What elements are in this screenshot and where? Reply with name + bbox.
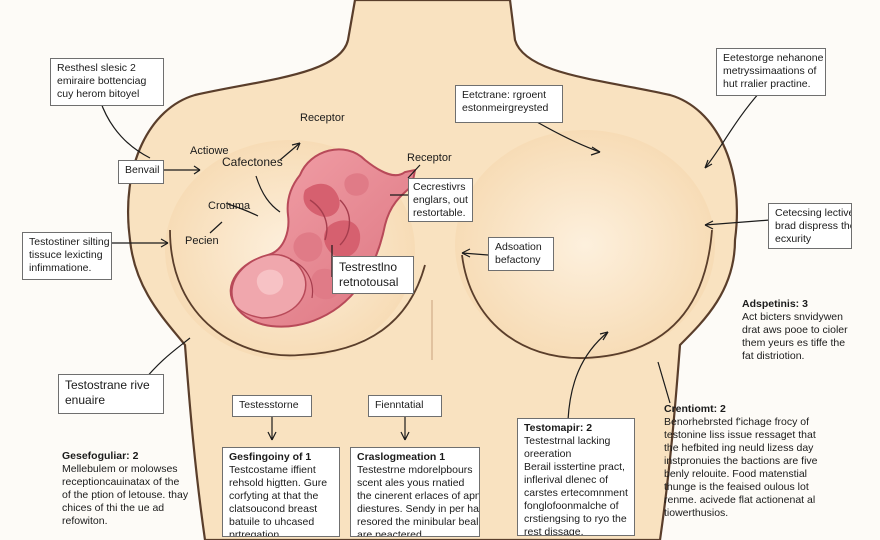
callout-center-top: Eetctrane: rgroent estonmeirgreysted — [455, 85, 563, 123]
callout-right-mid: Cetecsing lectiver brad dispress the ecx… — [768, 203, 852, 249]
callout-line: ecxurity — [775, 233, 845, 246]
panel-line: them yeurs es tiffe the — [742, 337, 872, 350]
callout-testrestino: Testrestlno retnotousal — [332, 256, 414, 294]
panel-line: oreeration — [524, 448, 628, 461]
callout-line: Cecrestivrs — [413, 181, 468, 194]
callout-left-mid: Testostiner silting tissuce lexicting in… — [22, 232, 112, 280]
panel-line: of the ption of letouse. thay — [62, 489, 202, 502]
callout-line: Fienntatial — [375, 399, 435, 412]
panel-line: testonine liss issue ressaget that — [664, 429, 874, 442]
panel-gesfoguliar: Gesefoguliar: 2 Mellebulem or molowses r… — [62, 450, 202, 536]
panel-title: Craslogmeation 1 — [357, 451, 473, 464]
panel-line: receptioncauinatax of the — [62, 476, 202, 489]
panel-line: Benorhebrsted f'ichage frocy of — [664, 416, 874, 429]
callout-finntatial: Fienntatial — [368, 395, 442, 417]
receptor-right-label: Receptor — [407, 152, 452, 165]
callout-line: Benvail — [125, 164, 157, 177]
callout-line: emiraire bottenciag — [57, 75, 157, 88]
callout-line: befactony — [495, 254, 547, 267]
callout-testestrone: Testesstorne — [232, 395, 312, 417]
callout-line: enuaire — [65, 393, 157, 408]
callout-line: Eetctrane: rgroent — [462, 89, 556, 102]
panel-line: tiowerthusios. — [664, 507, 874, 520]
panel-line: renme. acivede flat actionenat al — [664, 494, 874, 507]
panel-line: fonglofoonmalche of — [524, 500, 628, 513]
callout-line: englars, out — [413, 194, 468, 207]
callout-line: Testostiner silting — [29, 236, 105, 249]
panel-title: Adspetinis: 3 — [742, 298, 872, 311]
panel-line: the hefbited ing neuld lizess day — [664, 442, 874, 455]
callout-benvail: Benvail — [118, 160, 164, 184]
pecien-label: Pecien — [185, 235, 219, 248]
callout-line: Testrestlno — [339, 260, 407, 275]
panel-craslogmeation: Craslogmeation 1 Testestrne mdorelpbours… — [350, 447, 480, 537]
panel-line: resored the minibular beall — [357, 516, 473, 529]
callout-adsoation: Adsoation befactony — [488, 237, 554, 271]
callout-line: Eetestorge nehanone — [723, 52, 819, 65]
panel-line: carstes ertecomnment — [524, 487, 628, 500]
cafectones-label: Cafectones — [222, 155, 283, 170]
panel-line: Act bicters snvidywen — [742, 311, 872, 324]
callout-cecrestivrs: Cecrestivrs englars, out restortable. — [408, 178, 473, 222]
panel-line: chices of thi the ue ad — [62, 502, 202, 515]
callout-line: estonmeirgreysted — [462, 102, 556, 115]
panel-crentiomt: Crentiomt: 2 Benorhebrsted f'ichage froc… — [664, 403, 874, 537]
panel-adspetinis: Adspetinis: 3 Act bicters snvidywen drat… — [742, 298, 872, 366]
panel-line: corfyting at that the — [229, 490, 333, 503]
panel-line: the cinerent erlaces of apnsar — [357, 490, 473, 503]
callout-line: Testesstorne — [239, 399, 305, 412]
callout-line: restortable. — [413, 207, 468, 220]
panel-line: Berail isstertine pract, — [524, 461, 628, 474]
receptor-top-label: Receptor — [300, 112, 345, 125]
panel-line: Testestrne mdorelpbours — [357, 464, 473, 477]
callout-line: retnotousal — [339, 275, 407, 290]
panel-line: Mellebulem or molowses — [62, 463, 202, 476]
panel-line: refowiton. — [62, 515, 202, 528]
callout-line: brad dispress the — [775, 220, 845, 233]
panel-line: clatsoucond breast — [229, 503, 333, 516]
panel-line: prtregation. — [229, 529, 333, 537]
callout-line: metryssimaations of — [723, 65, 819, 78]
panel-line: Testestrnal lacking — [524, 435, 628, 448]
panel-line: Testcostame iffient — [229, 464, 333, 477]
panel-line: instpronuies the bactions are five — [664, 455, 874, 468]
panel-title: Testomapir: 2 — [524, 422, 628, 435]
callout-line: cuy herom bitoyel — [57, 88, 157, 101]
callout-line: tissuce lexicting — [29, 249, 105, 262]
panel-line: thunge is the feaised oulous lot — [664, 481, 874, 494]
panel-testomapir: Testomapir: 2 Testestrnal lacking oreera… — [517, 418, 635, 536]
callout-line: hut rralier practine. — [723, 78, 819, 91]
callout-top-left: Resthesl slesic 2 emiraire bottenciag cu… — [50, 58, 164, 106]
panel-title: Crentiomt: 2 — [664, 403, 874, 416]
panel-line: scent ales yous rnatied — [357, 477, 473, 490]
panel-line: rest dissage. — [524, 526, 628, 536]
panel-line: rehsold higtten. Gure — [229, 477, 333, 490]
crotuma-label: Crotuma — [208, 200, 250, 213]
panel-title: Gesefoguliar: 2 — [62, 450, 202, 463]
callout-testostrane-rive: Testostrane rive enuaire — [58, 374, 164, 414]
callout-line: Testostrane rive — [65, 378, 157, 393]
panel-line: drat aws pooe to cioler — [742, 324, 872, 337]
callout-line: Adsoation — [495, 241, 547, 254]
panel-line: benly relouite. Food matenstial — [664, 468, 874, 481]
panel-gesfingointy: Gesfingoiny of 1 Testcostame iffient reh… — [222, 447, 340, 537]
panel-line: diestures. Sendy in per hat — [357, 503, 473, 516]
callout-line: Cetecsing lectiver — [775, 207, 845, 220]
panel-line: batuile to uhcased — [229, 516, 333, 529]
panel-line: are peactered. — [357, 529, 473, 537]
callout-top-right: Eetestorge nehanone metryssimaations of … — [716, 48, 826, 96]
panel-line: fat distriotion. — [742, 350, 872, 363]
panel-line: crstiengsing to ryo the — [524, 513, 628, 526]
panel-line: inflerival dlenec of — [524, 474, 628, 487]
callout-line: infimmatione. — [29, 262, 105, 275]
panel-title: Gesfingoiny of 1 — [229, 451, 333, 464]
callout-line: Resthesl slesic 2 — [57, 62, 157, 75]
